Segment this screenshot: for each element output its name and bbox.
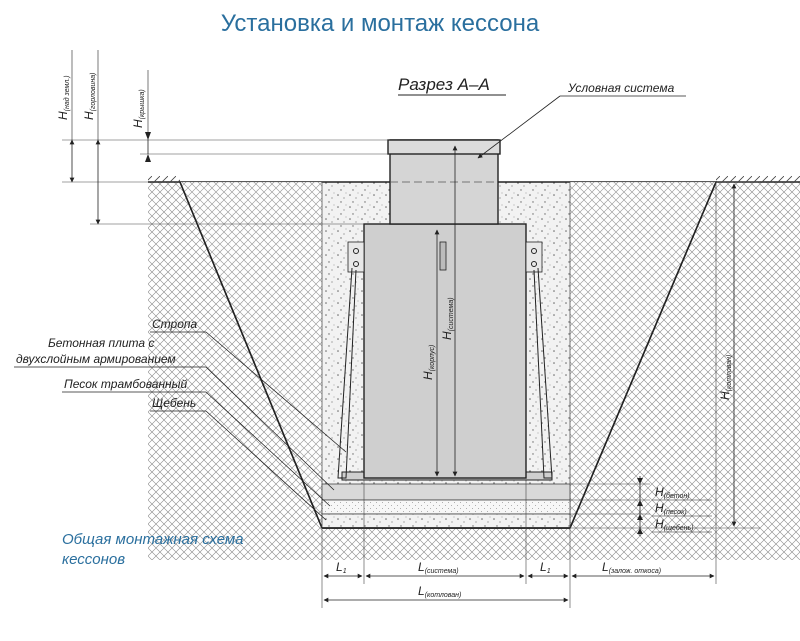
bottom-dimensions: L1 L(система) L1 L(залож. откоса) L(котл… xyxy=(321,182,717,608)
callout-slab-line1: Бетонная плита с xyxy=(48,336,154,350)
section-label: Разрез А–А xyxy=(398,75,490,94)
caption-line-1: Общая монтажная схема xyxy=(62,531,244,548)
label-h-sand: H(песок) xyxy=(655,501,687,516)
label-h-gravel: H(щебень) xyxy=(655,517,694,532)
caisson-lid xyxy=(387,139,501,155)
right-dimensions: H(котлован) H(бетон) H(песок) H(щебень) xyxy=(570,181,760,536)
gravel-layer xyxy=(321,513,571,529)
callout-strap: Стропа xyxy=(152,317,197,331)
left-dimensions: H(над земл.) H(горловина) H(крышка) xyxy=(56,50,390,225)
caption-line-2: кессонов xyxy=(62,551,126,568)
svg-text:H(горловина): H(горловина) xyxy=(82,73,97,120)
callout-system: Условная система xyxy=(567,81,675,95)
callout-gravel: Щебень xyxy=(152,396,196,410)
svg-text:H(крышка): H(крышка) xyxy=(131,89,146,128)
diagram-caption: Общая монтажная схема кессонов xyxy=(62,530,282,570)
sand-layer xyxy=(321,499,571,515)
label-h-system: H(система) xyxy=(440,297,455,340)
callout-slab-line2: двухслойным армированием xyxy=(16,352,176,366)
concrete-slab xyxy=(321,483,571,501)
label-h-pit: H(котлован) xyxy=(718,355,733,400)
label-l1-right: L1 xyxy=(540,560,551,575)
label-h-concrete: H(бетон) xyxy=(655,485,690,500)
label-l-pit: L(котлован) xyxy=(418,584,461,599)
page-title: Установка и монтаж кессона xyxy=(220,10,540,37)
label-l1-left: L1 xyxy=(336,560,347,575)
base-layers xyxy=(321,483,571,529)
callout-sand: Песок трамбованный xyxy=(64,377,187,391)
label-l-slope: L(залож. откоса) xyxy=(602,560,661,575)
svg-text:H(над земл.): H(над земл.) xyxy=(56,75,71,120)
label-h-body: H(корпус) xyxy=(421,345,436,380)
label-l-system: L(система) xyxy=(418,560,459,575)
caisson xyxy=(337,139,553,481)
